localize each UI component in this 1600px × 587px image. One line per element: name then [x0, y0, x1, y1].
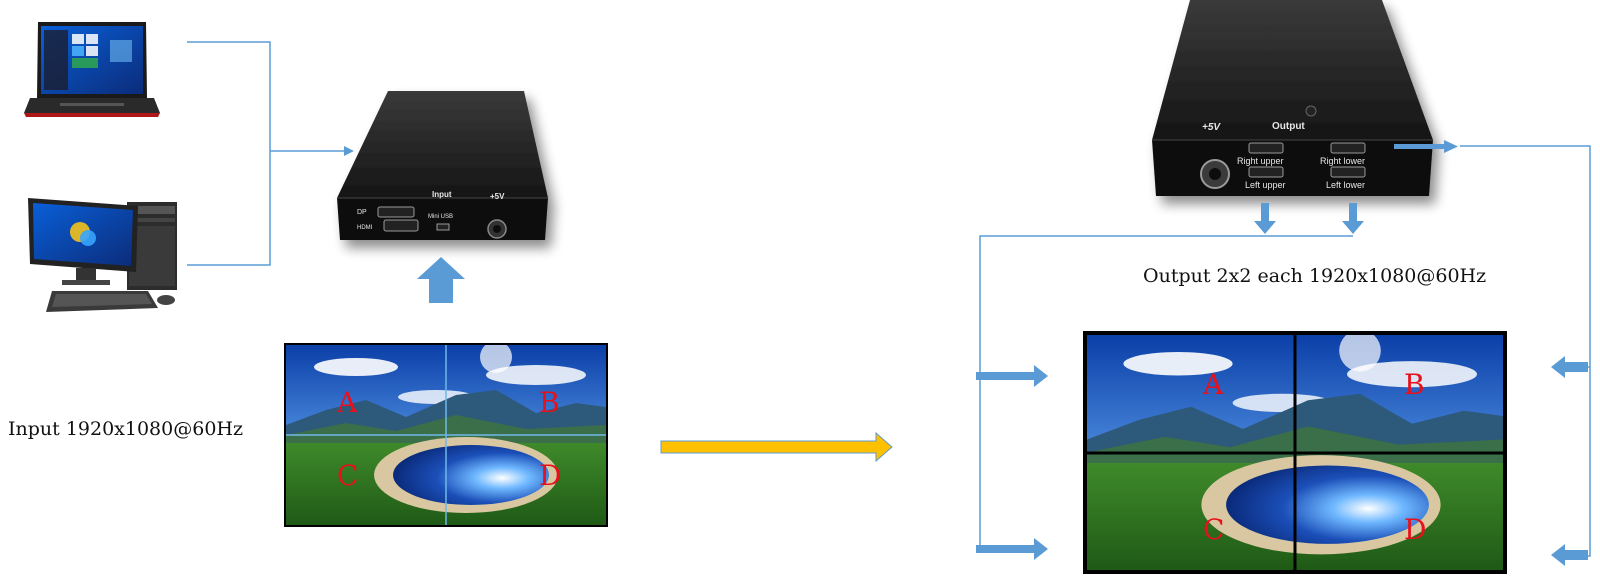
quadrant-label-b-input: B: [539, 386, 560, 419]
left-block-arrows-icon: [976, 365, 1048, 560]
splitter-box-output-icon: +5V Output Right upper Right lower Left …: [1152, 0, 1433, 196]
up-block-arrow-icon: [417, 257, 465, 303]
desktop-pc-icon: [28, 198, 177, 312]
input-image-panel: A B C D: [284, 343, 608, 527]
quadrant-label-d-input: D: [539, 459, 561, 492]
port-label-hdmi: HDMI: [357, 225, 373, 231]
port-label-output: Output: [1272, 121, 1305, 132]
port-label-input: Input: [432, 190, 452, 199]
port-label-5v-output: +5V: [1202, 122, 1221, 133]
port-label-mini-usb: Mini USB: [428, 214, 453, 220]
quadrant-label-a-output: A: [1202, 368, 1224, 401]
port-label-right-upper: Right upper: [1237, 156, 1284, 166]
quadrant-label-c-input: C: [337, 459, 358, 492]
input-connector-lines: [187, 41, 348, 266]
quadrant-label-c-output: C: [1203, 513, 1224, 546]
input-caption: Input 1920x1080@60Hz: [8, 418, 243, 440]
port-label-dp: DP: [357, 209, 367, 216]
down-arrows-icon: [1254, 203, 1364, 234]
port-label-right-lower: Right lower: [1320, 156, 1365, 166]
output-side-arrow-icon: [1394, 140, 1458, 153]
main-process-arrow-icon: [660, 431, 893, 463]
port-label-5v-input: +5V: [490, 192, 505, 201]
port-label-left-upper: Left upper: [1245, 180, 1286, 190]
quadrant-label-a-input: A: [336, 386, 358, 419]
output-video-wall-panel: A B C D: [1083, 331, 1507, 574]
output-caption: Output 2x2 each 1920x1080@60Hz: [1143, 265, 1487, 287]
laptop-icon: [24, 22, 160, 117]
quadrant-label-d-output: D: [1404, 513, 1426, 546]
connector-arrowhead-right-icon: [344, 146, 354, 156]
right-block-arrows-icon: [1551, 356, 1588, 566]
splitter-box-input-icon: DP HDMI Input Mini USB +5V: [337, 91, 548, 240]
quadrant-label-b-output: B: [1404, 368, 1425, 401]
port-label-left-lower: Left lower: [1326, 180, 1365, 190]
